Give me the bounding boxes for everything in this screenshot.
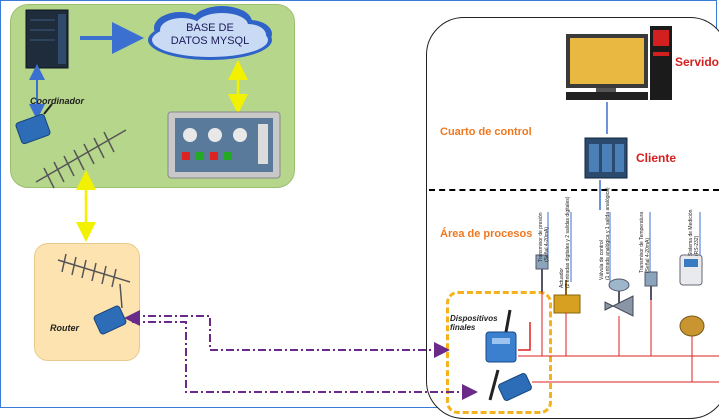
instrument-label-actuator-line2: (2 entradas digitales y 2 salidas digita… [565, 196, 571, 288]
instrument-label-measurement-line2: (RS-232) [694, 235, 700, 256]
instrument-label-valve-line2: (1 entrada analógica y 1 salida analógic… [605, 187, 611, 280]
end-devices-label-line1: Dispositivos [450, 314, 498, 323]
end-device-module-icon [485, 309, 517, 363]
diagram-graphics [15, 6, 719, 402]
control-valve-icon [604, 278, 634, 317]
end-devices-label: Dispositivos finales [450, 314, 498, 332]
router-antenna-icon [57, 253, 131, 309]
actuator-icon [553, 280, 581, 314]
wire-device1 [518, 322, 531, 351]
area-divider [429, 189, 719, 191]
yagi-antenna-icon [35, 129, 127, 189]
temperature-transmitter-icon [644, 271, 658, 300]
database-label: BASE DE DATOS MYSQL [150, 22, 270, 48]
instrument-label-pressure: Transmisor de presión (Señal 4-20mA) [538, 212, 550, 262]
measurement-system-icon [679, 254, 705, 337]
xbee-router-icon [93, 305, 127, 335]
instrument-label-valve: Válvula de control (1 entrada analógica … [599, 187, 611, 280]
router-to-device1-link [132, 315, 450, 358]
server-tower-icon [25, 9, 69, 69]
database-label-line1: BASE DE [186, 22, 234, 34]
end-devices-label-line2: finales [450, 323, 476, 332]
instrument-label-temperature: Transmisor de Temperatura (Señal 4-20mA) [639, 212, 651, 273]
instrument-label-measurement: Sistema de Medición (RS-232) [688, 210, 700, 256]
xbee-coordinator-icon [15, 103, 53, 145]
router-to-device2-link [132, 321, 478, 400]
instrument-label-pressure-line2: (Señal 4-20mA) [544, 226, 550, 262]
end-device-xbee-icon [488, 369, 532, 402]
hmi-panel-icon [167, 111, 281, 179]
router-panel [34, 243, 140, 361]
plc-icon [584, 137, 628, 179]
instrument-label-actuator: Actuador (2 entradas digitales y 2 salid… [559, 197, 571, 288]
process-area-label: Área de procesos [440, 228, 533, 240]
pressure-transmitter-icon [535, 254, 549, 292]
client-label: Cliente [636, 151, 677, 165]
router-label: Router [50, 323, 79, 333]
instrument-label-temperature-line2: (Señal 4-20mA) [645, 237, 651, 273]
database-cloud-icon [148, 6, 272, 60]
database-label-line2: DATOS MYSQL [170, 35, 250, 47]
server-workstation-icon [566, 26, 672, 100]
coordinator-label: Coordinador [30, 96, 84, 106]
control-room-label: Cuarto de control [440, 126, 532, 138]
server-label: Servidor [675, 55, 719, 69]
